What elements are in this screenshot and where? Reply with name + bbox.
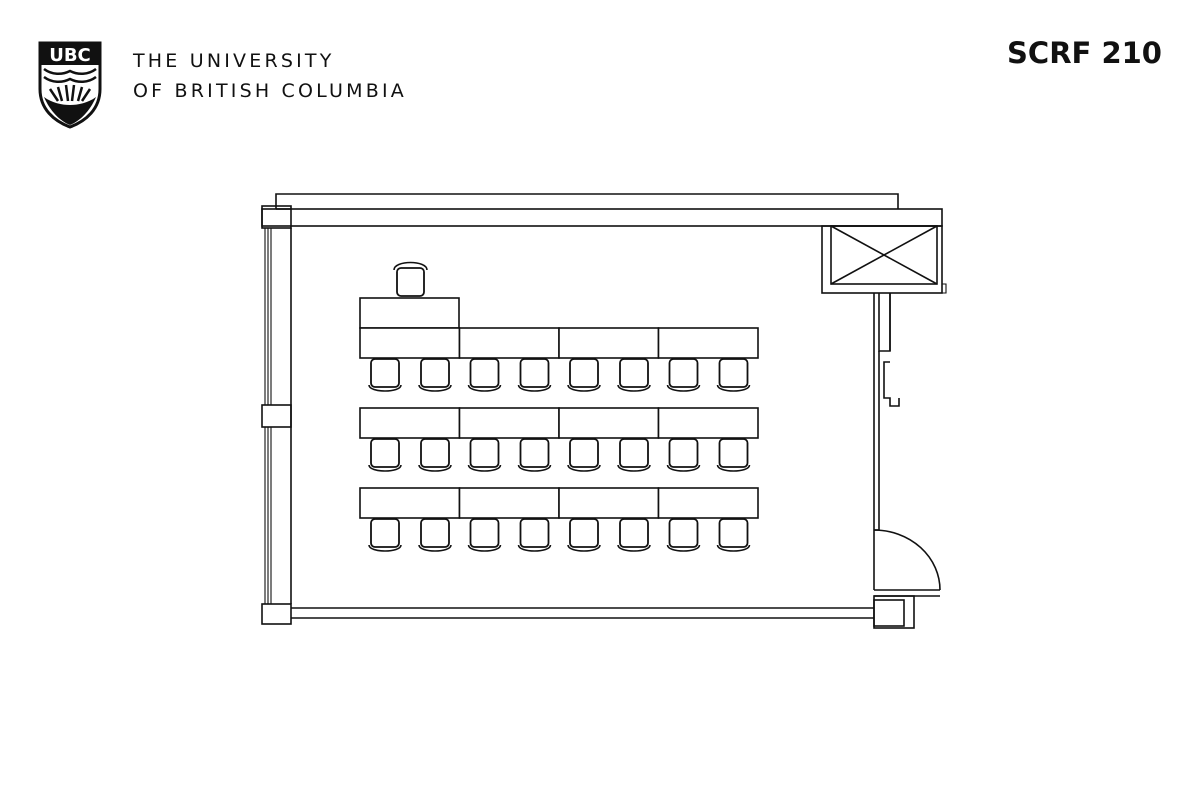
chair: [368, 438, 402, 472]
desk: [558, 407, 660, 439]
desk-row: [359, 487, 759, 552]
instructor-chair: [393, 261, 428, 297]
chair: [517, 358, 552, 392]
ubc-crest-logo: UBC: [38, 41, 102, 129]
desk-row: [359, 327, 759, 392]
desk: [359, 407, 461, 439]
university-line-2: OF BRITISH COLUMBIA: [133, 80, 407, 102]
chair: [418, 518, 452, 552]
chair: [467, 438, 502, 472]
chair: [666, 358, 701, 392]
chair: [617, 518, 651, 552]
chair: [617, 358, 651, 392]
instructor-station: [359, 261, 460, 329]
chair: [418, 438, 452, 472]
header: UBC THE UNIVERSITY OF BRITISH COLUMBIA S…: [0, 0, 1200, 140]
desk: [558, 487, 660, 519]
desk-row: [359, 407, 759, 472]
chair: [567, 358, 601, 392]
chair: [716, 438, 751, 472]
chair: [467, 518, 502, 552]
university-wordmark: THE UNIVERSITY OF BRITISH COLUMBIA: [133, 46, 407, 106]
instructor-desk: [359, 297, 460, 329]
crest-text: UBC: [49, 45, 91, 66]
right-wall: [821, 225, 947, 531]
chair: [368, 358, 402, 392]
desk: [458, 407, 560, 439]
door: [873, 529, 941, 629]
desk: [657, 327, 759, 359]
desk: [359, 327, 461, 359]
chair: [368, 518, 402, 552]
chair: [617, 438, 651, 472]
desk: [458, 327, 560, 359]
top-wall: [261, 193, 943, 227]
chair: [567, 438, 601, 472]
chair: [418, 358, 452, 392]
chair: [467, 358, 502, 392]
university-line-1: THE UNIVERSITY: [133, 50, 335, 72]
chair: [716, 518, 751, 552]
desk: [458, 487, 560, 519]
room-code: SCRF 210: [1007, 36, 1162, 70]
desk: [657, 407, 759, 439]
desk: [558, 327, 660, 359]
bottom-wall: [291, 607, 874, 619]
chair: [666, 438, 701, 472]
chair: [666, 518, 701, 552]
chair: [517, 438, 552, 472]
chair: [716, 358, 751, 392]
desk: [657, 487, 759, 519]
chair: [567, 518, 601, 552]
left-window-wall: [261, 205, 292, 625]
desk-rows: [359, 327, 759, 552]
chair: [517, 518, 552, 552]
desk: [359, 487, 461, 519]
